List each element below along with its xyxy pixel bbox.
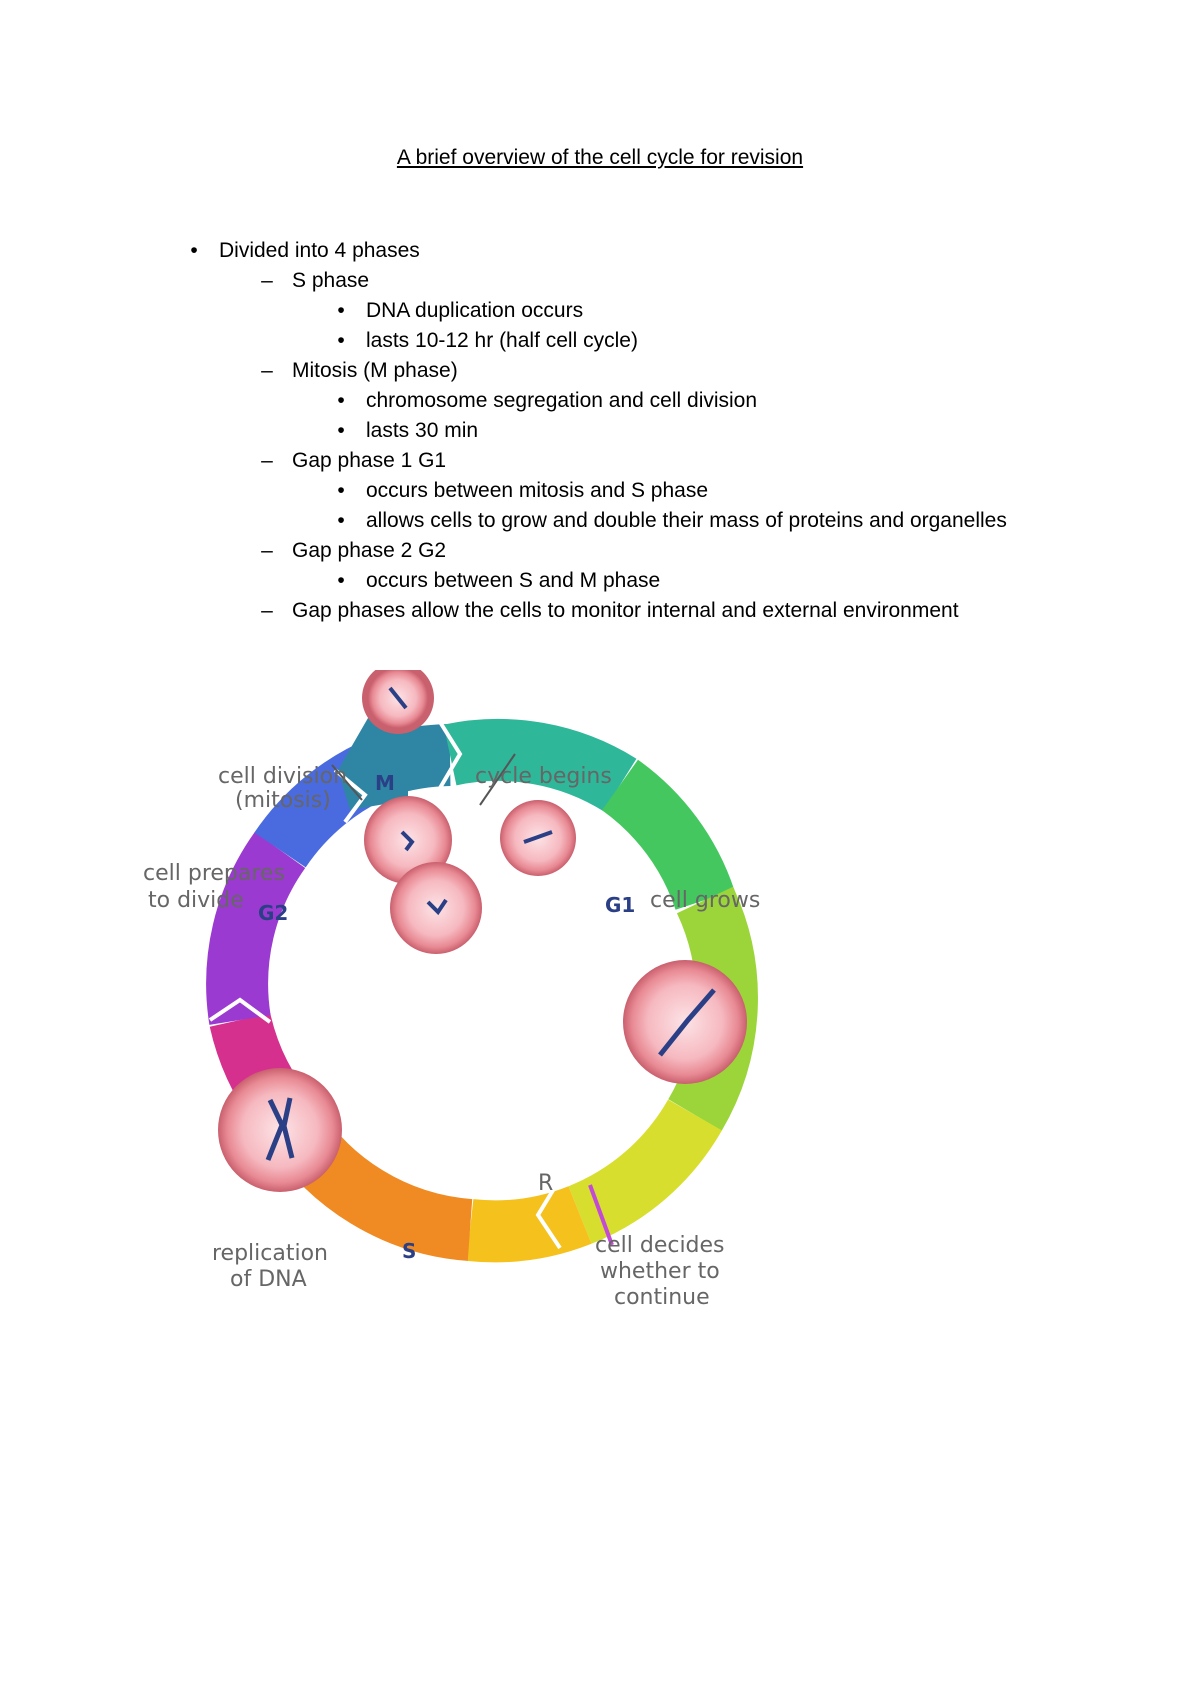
restriction-point-marker [588,1184,614,1246]
label-to-divide: to divide [148,888,244,913]
cell-g1-small [500,800,576,876]
label-cell-prepares: cell prepares [143,861,285,886]
segment-boundaries [208,720,562,1250]
label-cell-division: cell division [218,764,347,789]
label-of-dna: of DNA [230,1267,307,1292]
ring-g2-segment-a [206,831,306,1025]
cell-dividing [364,796,482,954]
phase-label-g1: G1 [605,893,635,917]
label-whether-to: whether to [600,1259,720,1284]
cell-g1-large [623,960,747,1084]
label-cell-grows: cell grows [650,888,760,913]
ring-s-segment-a [466,1185,592,1263]
cell-cycle-diagram: M G1 G2 S R cell division (mitosis) cycl… [143,670,760,1310]
pointer-line-mitosis [331,764,363,801]
label-replication: replication [212,1241,328,1266]
ring-g1-segment-b [601,759,735,911]
label-cell-decides: cell decides [595,1233,725,1258]
cell-s-phase [218,1068,342,1192]
phase-label-s: S [402,1239,416,1263]
phase-label-m: M [375,771,395,795]
cell-top [362,670,434,734]
label-mitosis: (mitosis) [235,788,331,813]
phase-label-g2: G2 [258,901,288,925]
pointer-line-cycle-begins [479,753,516,806]
page-title: A brief overview of the cell cycle for r… [396,146,804,169]
restriction-label: R [538,1171,553,1196]
ring-g1-segment-a [443,718,637,812]
label-continue: continue [614,1285,710,1310]
label-cycle-begins: cycle begins [475,764,612,789]
